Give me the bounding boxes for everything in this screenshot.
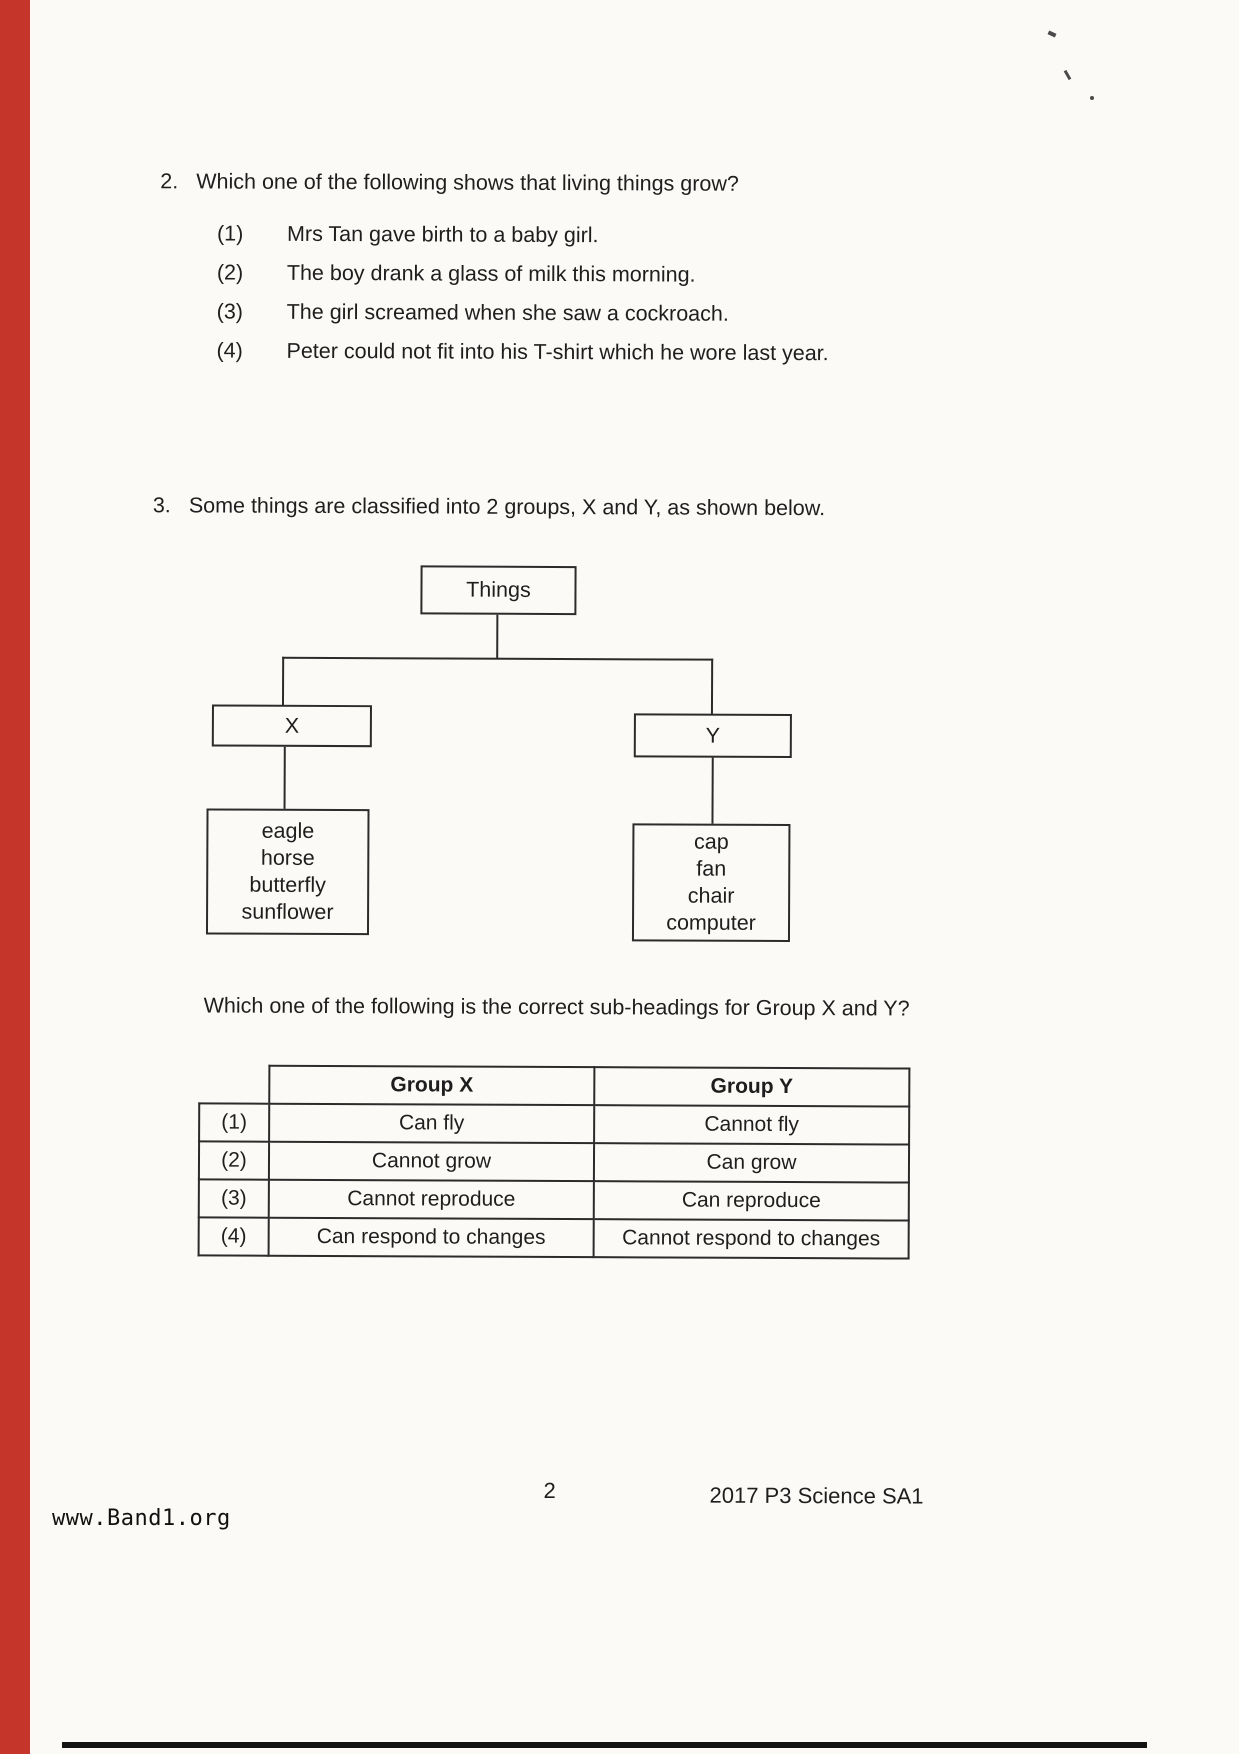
diagram-group-y-items-box: cap fan chair computer [631, 823, 791, 943]
group-x-cell: Cannot reproduce [268, 1179, 594, 1220]
diagram-line-root-stem [496, 614, 499, 659]
diagram-line-y-stem [710, 658, 714, 715]
question-2-number: 2. [160, 169, 179, 194]
question-2-option-1: (1) Mrs Tan gave birth to a baby girl. [217, 221, 599, 250]
source-watermark: www.Band1.org [52, 1506, 231, 1531]
question-2-text: Which one of the following shows that li… [196, 169, 739, 196]
table-corner-cell [199, 1065, 269, 1103]
table-row-1: (1) Can fly Cannot fly [199, 1103, 910, 1145]
group-y-cell: Cannot fly [594, 1105, 910, 1145]
option-number-cell: (3) [198, 1179, 269, 1218]
diagram-line-horizontal [282, 656, 714, 661]
answer-table: Group X Group Y (1) Can fly Cannot fly (… [198, 1064, 911, 1259]
diagram-group-x-item: eagle [261, 818, 315, 843]
option-number-cell: (2) [198, 1141, 270, 1180]
diagram-group-y-item: chair [687, 883, 735, 908]
diagram-group-y-item: cap [693, 829, 729, 854]
option-label: (3) [216, 299, 244, 324]
option-text: Mrs Tan gave birth to a baby girl. [286, 221, 599, 248]
scan-artifact [1090, 96, 1094, 100]
group-y-cell: Can grow [593, 1143, 910, 1183]
diagram-group-x-item: sunflower [241, 899, 334, 925]
diagram-group-x-box: X [211, 704, 372, 748]
table-row-2: (2) Cannot grow Can grow [198, 1141, 910, 1183]
table-header-group-x: Group X [269, 1065, 595, 1106]
diagram-group-x-label: X [284, 713, 300, 738]
question-2-option-4: (4) Peter could not fit into his T-shirt… [216, 338, 828, 368]
question-3-sub-question: Which one of the following is the correc… [203, 993, 910, 1021]
diagram-root-label: Things [466, 577, 531, 602]
question-2-option-3: (3) The girl screamed when she saw a coc… [217, 299, 729, 328]
scan-red-stripe [0, 0, 30, 1754]
diagram-root-box: Things [420, 565, 577, 616]
diagram-group-y-item: fan [696, 856, 727, 881]
question-2: 2. Which one of the following shows that… [160, 168, 739, 198]
diagram-group-x-item: butterfly [249, 872, 326, 897]
option-label: (2) [216, 260, 244, 285]
diagram-line-x-items-stem [283, 746, 286, 809]
option-number-cell: (1) [199, 1103, 270, 1142]
option-number-cell: (4) [198, 1217, 269, 1256]
table-row-4: (4) Can respond to changes Cannot respon… [198, 1217, 909, 1259]
question-3-number: 3. [152, 493, 171, 518]
question-3: 3. Some things are classified into 2 gro… [153, 492, 825, 522]
page-number: 2 [543, 1477, 556, 1503]
diagram-group-y-box: Y [633, 713, 792, 759]
diagram-group-y-label: Y [705, 723, 721, 748]
group-x-cell: Can respond to changes [268, 1217, 594, 1258]
question-3-text: Some things are classified into 2 groups… [188, 493, 826, 521]
classification-diagram: Things X Y eagle horse butterfly sunflow… [3, 0, 1239, 943]
group-y-cell: Cannot respond to changes [593, 1219, 909, 1259]
group-x-cell: Can fly [269, 1103, 595, 1144]
table-row-3: (3) Cannot reproduce Can reproduce [198, 1179, 909, 1221]
scan-bottom-line [62, 1742, 1147, 1748]
group-x-cell: Cannot grow [268, 1141, 595, 1182]
option-label: (4) [216, 338, 243, 363]
table-header-group-y: Group Y [594, 1067, 910, 1107]
group-y-cell: Can reproduce [593, 1181, 909, 1221]
option-text: Peter could not fit into his T-shirt whi… [286, 338, 829, 366]
option-label: (1) [216, 221, 244, 246]
paper-title: 2017 P3 Science SA1 [709, 1482, 924, 1509]
diagram-group-x-item: horse [260, 845, 315, 870]
diagram-group-y-item: computer [666, 910, 756, 935]
diagram-line-y-items-stem [711, 757, 714, 824]
diagram-line-x-stem [281, 656, 285, 706]
question-2-option-2: (2) The boy drank a glass of milk this m… [217, 260, 696, 289]
option-text: The boy drank a glass of milk this morni… [286, 260, 696, 287]
table-header-row: Group X Group Y [199, 1065, 910, 1107]
option-text: The girl screamed when she saw a cockroa… [286, 299, 729, 326]
diagram-group-x-items-box: eagle horse butterfly sunflower [205, 808, 370, 936]
